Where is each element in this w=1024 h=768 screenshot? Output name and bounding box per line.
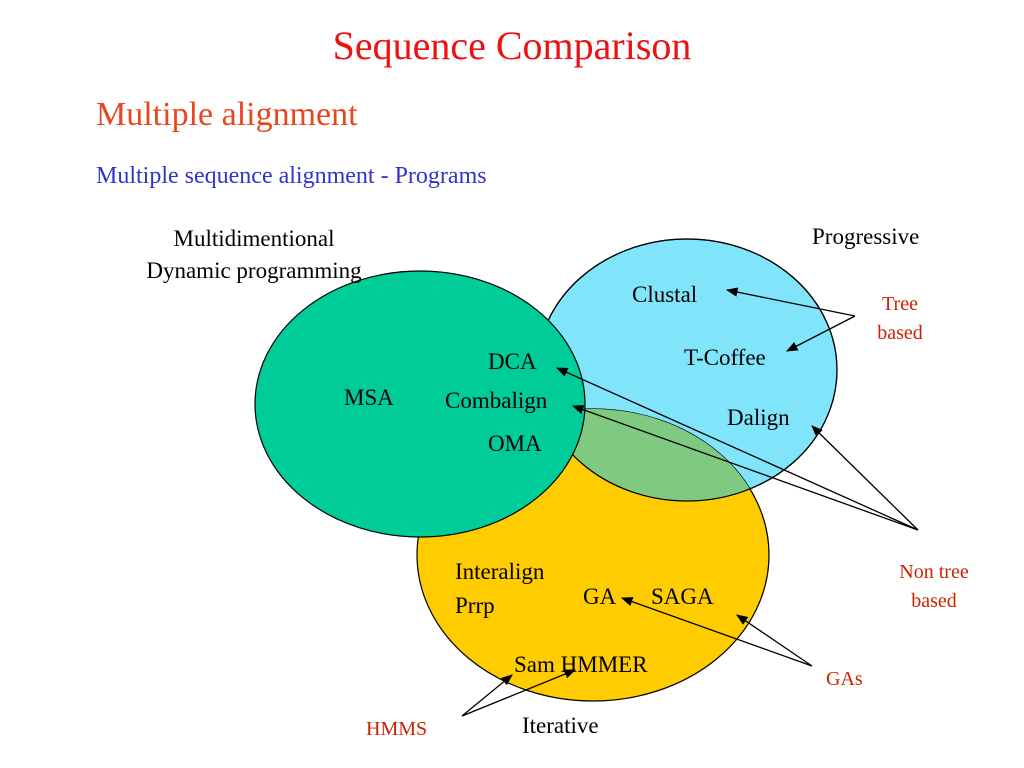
program-combalign: Combalign bbox=[445, 388, 548, 413]
set-label-progressive: Progressive bbox=[812, 224, 920, 249]
program-tcoffee: T-Coffee bbox=[684, 345, 766, 370]
arrow-tree-to-tcoffee bbox=[785, 315, 856, 352]
slide-title: Sequence Comparison bbox=[332, 23, 692, 68]
program-dca: DCA bbox=[488, 349, 537, 374]
arrow-nontree-to-dalign bbox=[811, 425, 919, 531]
program-interalign: Interalign bbox=[455, 559, 545, 584]
annotation-hmms: HMMS bbox=[366, 718, 428, 740]
program-dalign: Dalign bbox=[727, 405, 790, 430]
circle-multidimensional bbox=[254, 270, 586, 538]
program-saga: SAGA bbox=[651, 584, 714, 609]
arrow-hmms-to-sam bbox=[461, 674, 513, 717]
arrow-gas-to-ga bbox=[620, 597, 813, 667]
arrow-gas-to-saga bbox=[736, 614, 813, 667]
overlap-progressive-iterative bbox=[537, 409, 769, 501]
annotation-nontree-line1: Non tree bbox=[899, 561, 969, 583]
arrow-nontree-to-combalign bbox=[571, 405, 919, 531]
program-msa: MSA bbox=[344, 385, 394, 410]
slide-subsubtitle: Multiple sequence alignment - Programs bbox=[96, 163, 487, 189]
program-clustal: Clustal bbox=[632, 282, 698, 307]
arrow-nontree-to-dca bbox=[555, 367, 919, 531]
program-oma: OMA bbox=[488, 431, 542, 456]
annotation-nontree-line2: based bbox=[911, 590, 957, 612]
annotation-tree-line1: Tree bbox=[882, 293, 918, 315]
program-ga: GA bbox=[583, 584, 617, 609]
program-sam-hmmer: Sam HMMER bbox=[514, 652, 648, 677]
program-prrp: Prrp bbox=[455, 593, 495, 618]
slide-subtitle: Multiple alignment bbox=[96, 96, 358, 133]
arrow-hmms-to-hmmer bbox=[461, 669, 577, 717]
set-label-iterative: Iterative bbox=[522, 713, 599, 738]
annotation-gas: GAs bbox=[826, 668, 863, 690]
set-label-multidimensional-line2: Dynamic programming bbox=[146, 258, 362, 283]
annotation-tree-line2: based bbox=[877, 322, 923, 344]
set-label-multidimensional-line1: Multidimentional bbox=[173, 226, 335, 251]
arrow-tree-to-clustal bbox=[725, 287, 856, 317]
